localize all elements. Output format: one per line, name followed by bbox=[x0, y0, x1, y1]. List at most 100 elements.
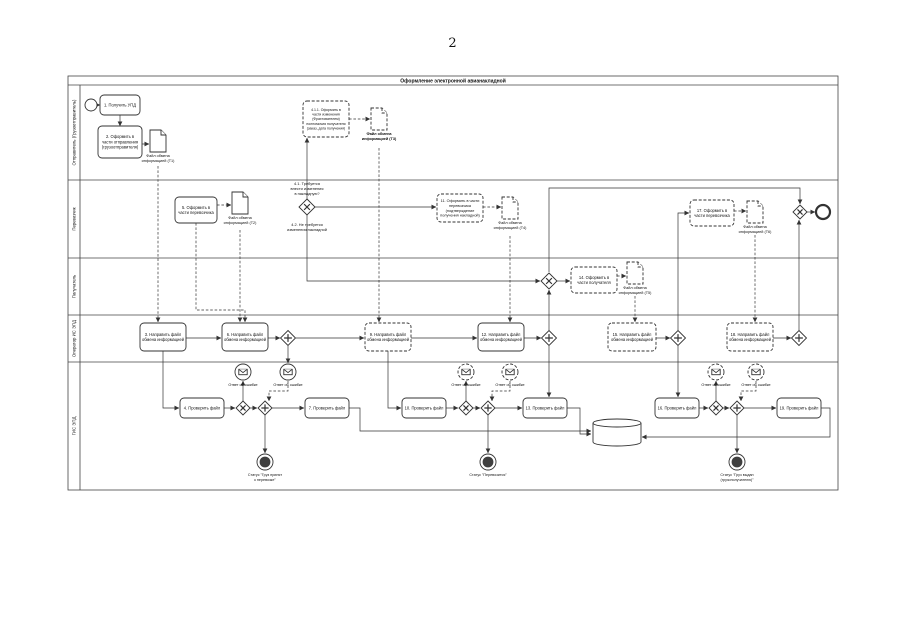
flow-arrow-21 bbox=[306, 215, 541, 284]
status-3: Статус "Груз выдан(грузополучателю)" bbox=[720, 453, 754, 482]
task-1: 1. Получить УПД bbox=[99, 94, 141, 116]
status-label: Статус "Перевозится" bbox=[469, 473, 507, 477]
msg-error-5: Ответ об ошибке bbox=[701, 363, 731, 387]
task-label: 16. Проверить файл bbox=[658, 405, 697, 410]
gateway-4-1 bbox=[298, 198, 316, 216]
database bbox=[592, 418, 642, 447]
msg-error-6: Ответ об ошибке bbox=[741, 363, 771, 387]
event-label: Ответ об ошибке bbox=[495, 383, 524, 387]
gateway-par-3 bbox=[669, 329, 687, 347]
event-label: Ответ об ошибке bbox=[273, 383, 302, 387]
task-13: 13. Проверить файл bbox=[522, 397, 568, 419]
flow-arrow-55 bbox=[489, 381, 511, 402]
lane-label: Получатель bbox=[72, 274, 77, 298]
flow-arrow-54 bbox=[641, 407, 831, 440]
gateway-merge-end bbox=[792, 204, 808, 220]
msg-error-4: Ответ об ошибке bbox=[495, 363, 525, 387]
flow-arrow-48 bbox=[567, 407, 592, 437]
task-16: 16. Проверить файл bbox=[654, 397, 700, 419]
gateway-status-3 bbox=[729, 400, 745, 416]
task-10: 10. Проверить файл bbox=[401, 397, 447, 419]
page-number: 2 bbox=[448, 36, 456, 51]
lane-label: Оператор ИС ЭПД bbox=[72, 320, 77, 357]
msg-error-1: Ответ об ошибке bbox=[228, 363, 258, 387]
gateway-par-4 bbox=[790, 329, 808, 347]
lane-label: ГИС ЭПД bbox=[72, 417, 77, 436]
task-label: 13. Проверить файл bbox=[526, 405, 565, 410]
start-event bbox=[84, 98, 98, 112]
gateway-par-2 bbox=[540, 329, 558, 347]
gateway-check-2 bbox=[458, 400, 474, 416]
diagram-title: Оформление электронной авианакладной bbox=[400, 77, 506, 84]
flow-arrow-57 bbox=[266, 381, 289, 402]
task-19: 19. Проверить файл bbox=[776, 397, 822, 419]
flow-arrow-42 bbox=[387, 351, 402, 411]
gateway-14 bbox=[540, 272, 558, 290]
task-label: 4. Проверить файл bbox=[184, 405, 221, 410]
event-label: Ответ об ошибке bbox=[451, 383, 480, 387]
status-2: Статус "Перевозится" bbox=[469, 453, 507, 477]
msg-error-2: Ответ об ошибке bbox=[273, 363, 303, 387]
event-label: Ответ об ошибке bbox=[228, 383, 257, 387]
task-label: 7. Проверить файл bbox=[309, 405, 346, 410]
task-7: 7. Проверить файл bbox=[304, 397, 350, 419]
task-label: 19. Проверить файл bbox=[780, 405, 819, 410]
gateway-check-1 bbox=[235, 400, 251, 416]
flow-arrow-27 bbox=[677, 210, 690, 330]
flow-arrow-6 bbox=[195, 223, 248, 323]
end-event bbox=[814, 203, 832, 221]
diagram-frame bbox=[67, 75, 839, 491]
event-label: Ответ об ошибке bbox=[701, 383, 730, 387]
flow-arrow-26 bbox=[548, 187, 803, 272]
task-4: 4. Проверить файл bbox=[179, 397, 225, 419]
gateway-par-1 bbox=[279, 329, 297, 347]
task-label: 10. Проверить файл bbox=[405, 405, 444, 410]
gateway-status-1 bbox=[257, 400, 273, 416]
flow-arrow-56 bbox=[738, 381, 757, 402]
lane-label: Перевозчик bbox=[72, 207, 77, 230]
msg-error-3: Ответ об ошибке bbox=[451, 363, 481, 387]
status-label: Статус "Груз выдан(грузополучателю)" bbox=[720, 473, 754, 482]
flow-arrow-35 bbox=[162, 351, 180, 411]
gateway-status-2 bbox=[480, 400, 496, 416]
